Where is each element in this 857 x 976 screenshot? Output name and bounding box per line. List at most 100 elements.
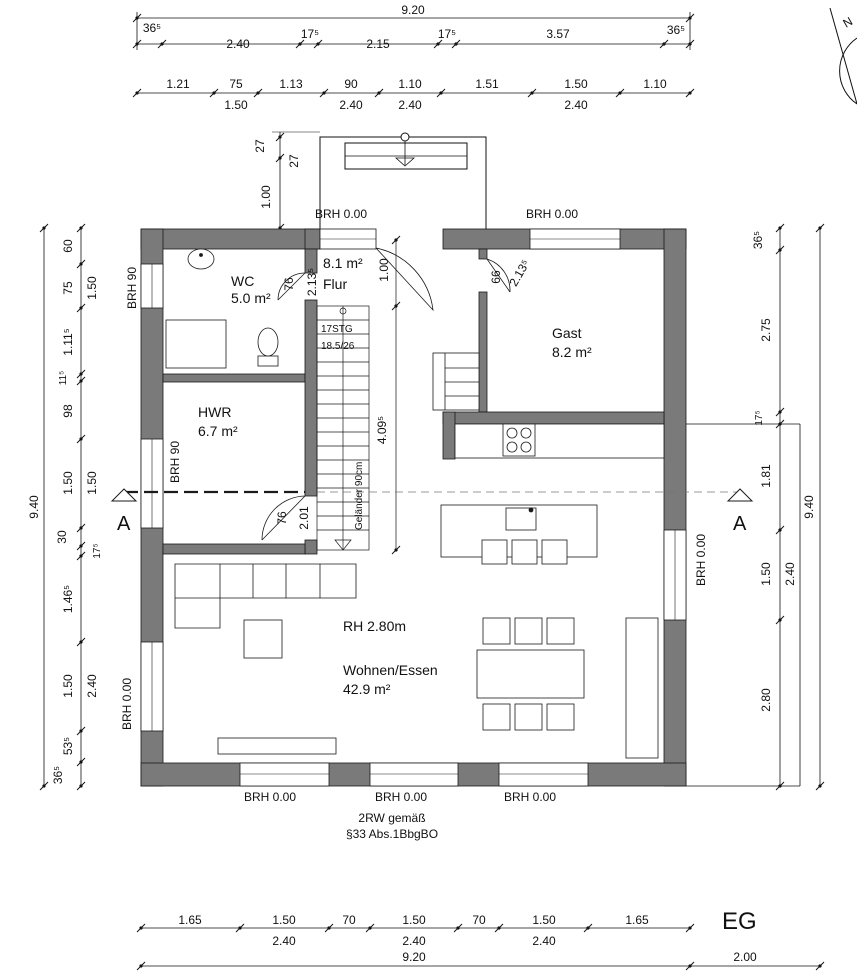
brh-labels: BRH 0.00 BRH 0.00 BRH 90 BRH 90 BRH 0.00…: [120, 207, 708, 804]
dim-bottom-label: 2.40: [532, 934, 556, 948]
dim-left-label: 1.11⁵: [61, 328, 75, 355]
stair-length-dimension: 1.00 4.09⁵: [375, 235, 401, 555]
room-height-label: RH 2.80m: [343, 618, 406, 634]
dim-total-width-top: 9.20: [401, 3, 425, 17]
dim-top2-label: 1.10: [643, 77, 667, 91]
dim-left-label: 2.40: [85, 674, 99, 698]
regulation-note-line2: §33 Abs.1BbgBO: [346, 827, 438, 841]
fixtures: [165, 248, 665, 759]
windows: [140, 228, 687, 787]
dim-bottom-label: 1.65: [178, 913, 202, 927]
dim-left-label: 75: [61, 281, 75, 295]
dim-right-label: 2.80: [759, 688, 773, 712]
dim-left-label: 1.50: [61, 674, 75, 698]
dim-top-label: 36⁵: [667, 23, 685, 37]
top-dimension-row-1: 9.20 36⁵ 2.40 17⁵ 2.15 17⁵ 3.57 36⁵: [132, 3, 695, 51]
dim-top2-label: 1.50: [564, 77, 588, 91]
floor-title: EG: [722, 908, 757, 935]
dim-top-label: 3.57: [546, 27, 570, 41]
dim-bottom-label: 70: [472, 913, 486, 927]
dim-right-label: 2.40: [783, 562, 797, 586]
dim-left-label: 36⁵: [51, 766, 65, 784]
dim-left-label: 98: [61, 404, 75, 418]
railing-label: Geländer 90cm: [354, 462, 365, 530]
dim-wc-door-width: 76: [282, 277, 296, 291]
dim-stair-length: 4.09⁵: [375, 416, 389, 444]
compass-north-letter: N: [841, 14, 856, 30]
dim-bottom-label: 1.65: [625, 913, 649, 927]
brh-top-entrance: BRH 0.00: [315, 207, 367, 221]
section-label-left: A: [117, 513, 131, 535]
stair-steps-label: 17STG: [321, 324, 353, 335]
dim-top-label: 17⁵: [438, 27, 456, 41]
dim-left-label: 17⁵: [92, 543, 103, 558]
dim-left-label: 1.50: [85, 471, 99, 495]
brh-left-hwr: BRH 90: [168, 441, 182, 483]
brh-left-wohnen: BRH 0.00: [120, 678, 134, 730]
dim-top-label: 36⁵: [143, 21, 161, 35]
dim-top2-label: 2.40: [339, 98, 363, 112]
brh-left-wc: BRH 90: [125, 267, 139, 309]
brh-right-wohnen: BRH 0.00: [694, 534, 708, 586]
dim-left-label: 1.46⁵: [61, 585, 75, 613]
section-label-right: A: [733, 513, 747, 535]
brh-bottom-2: BRH 0.00: [375, 790, 427, 804]
room-labels: WC 5.0 m² 8.1 m² Flur Gast 8.2 m² HWR 6.…: [198, 255, 592, 697]
dim-left-label: 53⁵: [61, 737, 75, 755]
room-area-flur: 8.1 m²: [323, 255, 363, 271]
bottom-dimensions: 1.65 1.50 70 1.50 70 1.50 1.65 2.40 2.40…: [136, 908, 825, 971]
dim-top2-label: 75: [229, 77, 243, 91]
dim-left-label: 30: [55, 530, 69, 544]
dim-top2-label: 1.21: [166, 77, 190, 91]
dim-right-label: 36⁵: [751, 231, 765, 249]
dim-bottom-label: 2.40: [402, 934, 426, 948]
dim-right-total: 9.40: [802, 495, 816, 519]
room-area-wohnen: 42.9 m²: [343, 681, 391, 697]
dim-gast-door-width: 66: [489, 270, 503, 284]
dim-bottom-label: 1.50: [402, 913, 426, 927]
dim-bottom-label: 1.50: [532, 913, 556, 927]
dim-top2-label: 90: [344, 77, 358, 91]
dim-porch-label: 1.00: [259, 185, 273, 209]
room-name-flur: Flur: [323, 276, 347, 292]
dim-top2-label: 1.13: [279, 77, 303, 91]
dim-left-label: 60: [61, 239, 75, 253]
exterior-walls: [140, 228, 687, 787]
stair-ratio-label: 18.5/26: [321, 341, 355, 352]
dim-hwr-door-width: 76: [275, 511, 289, 525]
doors: [261, 247, 511, 541]
room-area-gast: 8.2 m²: [552, 344, 592, 360]
brh-bottom-3: BRH 0.00: [504, 790, 556, 804]
dim-flur-entry: 1.00: [377, 258, 391, 282]
dim-top2-label: 1.51: [475, 77, 499, 91]
dim-porch-label: 27: [287, 154, 301, 168]
door-dimension-labels: 76 2.13⁵ 66 2.13⁵ 76 2.01: [275, 257, 533, 529]
room-name-hwr: HWR: [198, 404, 231, 420]
dim-bottom-label: 2.40: [272, 934, 296, 948]
dim-top2-label: 2.40: [564, 98, 588, 112]
dim-bottom-label: 2.00: [733, 950, 757, 964]
dim-bottom-total: 9.20: [402, 950, 426, 964]
regulation-note-line1: 2RW gemäß: [358, 811, 425, 825]
dim-top2-label: 1.10: [398, 77, 422, 91]
right-dimensions: 36⁵ 2.75 17⁵ 1.81 1.50 2.40 2.80 9.40: [686, 223, 825, 791]
room-name-gast: Gast: [552, 325, 582, 341]
dim-left-total: 9.40: [27, 495, 41, 519]
room-area-wc: 5.0 m²: [231, 290, 271, 306]
dim-right-label: 1.81: [759, 464, 773, 488]
brh-bottom-1: BRH 0.00: [244, 790, 296, 804]
dim-top2-label: 1.50: [224, 98, 248, 112]
dim-left-label: 11⁵: [58, 371, 69, 386]
top-dimension-row-2: 1.21 75 1.13 90 1.10 1.51 1.50 1.10 1.50…: [132, 77, 695, 112]
dim-right-label: 17⁵: [754, 410, 765, 425]
interior-walls: [162, 248, 665, 555]
dim-porch-label: 27: [253, 139, 267, 153]
dim-bottom-label: 70: [342, 913, 356, 927]
regulation-note: 2RW gemäß §33 Abs.1BbgBO: [346, 811, 438, 841]
dim-left-label: 1.50: [61, 471, 75, 495]
dim-hwr-door-height: 2.01: [297, 506, 311, 530]
section-line-a: A A: [110, 488, 754, 535]
room-area-hwr: 6.7 m²: [198, 423, 238, 439]
dim-right-label: 1.50: [759, 562, 773, 586]
